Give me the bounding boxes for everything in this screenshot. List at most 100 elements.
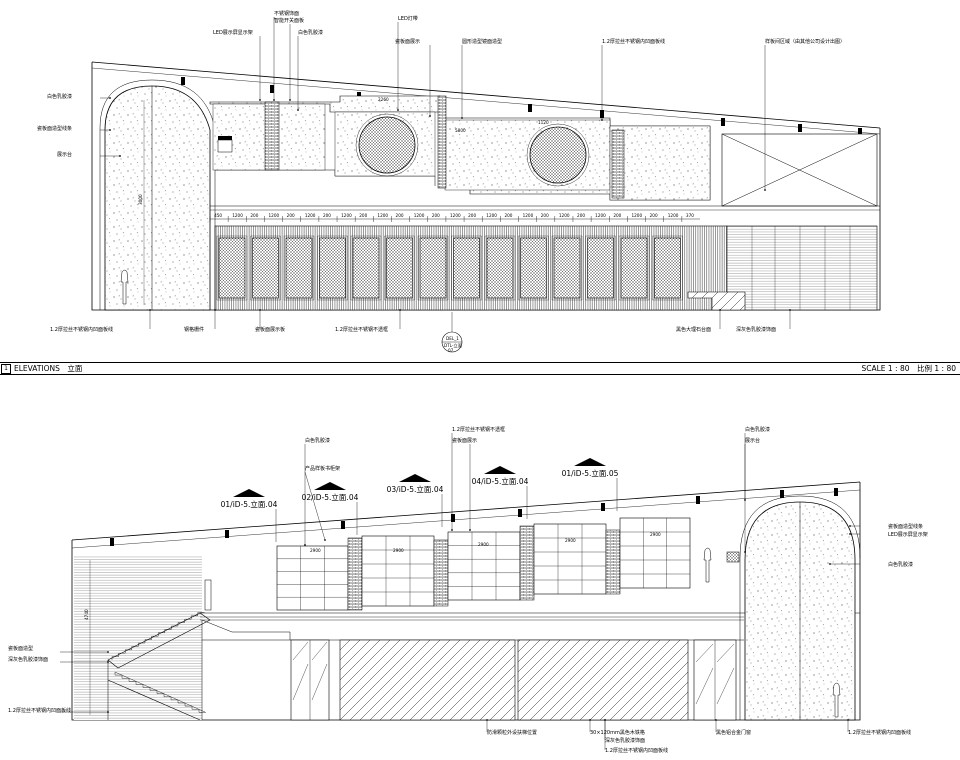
svg-text:DEL_1: DEL_1 [446, 336, 459, 341]
top-callout-leader-dot [789, 309, 791, 311]
top-dim-label: 370 [686, 213, 694, 218]
bottom-panel-dim: 2900 [650, 532, 661, 537]
drawing-number: 1 [1, 364, 11, 374]
top-dim-label: 1200 [269, 213, 280, 218]
top-display-panel-frame [618, 235, 650, 301]
top-dim-label: 1200 [377, 213, 388, 218]
bottom-callout-label: 30×120mm黑色木铁格 [590, 729, 645, 736]
top-callout-label: 钢格栅件 [184, 326, 204, 333]
elevations-title-bar: 1 ELEVATIONS 立面 SCALE 1 : 80 比例 1 : 80 [0, 362, 960, 375]
top-dim-label: 1200 [523, 213, 534, 218]
svg-text:07: 07 [448, 348, 454, 353]
bottom-callout-label: 深灰色乳胶漆饰面 [605, 737, 645, 744]
bottom-callout-label: 展示台 [745, 437, 760, 444]
bottom-callout-label: 瓷板面展示 [452, 437, 477, 444]
section-tag-marker [574, 458, 606, 466]
top-callout-leader-dot [429, 115, 431, 117]
top-callout-label: 白色乳胶漆 [298, 29, 323, 36]
top-display-panel-frame [451, 235, 482, 301]
bottom-callout-label: 瓷板面造型线条 [888, 523, 923, 530]
bottom-callout-leader [304, 471, 326, 541]
top-display-panel [352, 237, 380, 299]
top-display-panel [654, 237, 681, 299]
top-figure [120, 269, 129, 305]
top-display-panel-frame [250, 235, 281, 301]
top-callout-leader-dot [109, 97, 111, 99]
bottom-left-wall [74, 556, 202, 720]
top-dim-label: 1200 [450, 213, 461, 218]
top-callout-leader-dot [399, 309, 401, 311]
top-callout-label: 瓷板面展示板 [255, 326, 285, 333]
bottom-figure [832, 682, 841, 718]
top-callout-label: 瓷板面造型线条 [37, 125, 72, 132]
bottom-callout-leader-dot [604, 719, 606, 721]
section-tag-label: 02/iD-5.立面.04 [302, 492, 359, 502]
top-dim-label: 200 [287, 213, 295, 218]
top-callout-leader-dot [461, 117, 463, 119]
top-elevation: 450 1200 200 1200 200 1200 200 1200 200 1200 200 12… [37, 10, 881, 353]
top-callout-leader-dot [259, 309, 261, 311]
top-callout-label: 1.2厚拉丝不锈钢内凹面板线 [50, 326, 113, 333]
top-dim-label: 200 [359, 213, 367, 218]
top-callout-leader-dot [259, 99, 261, 101]
bottom-callout-leader-dot [589, 719, 591, 721]
bottom-callout-leader-dot [107, 651, 109, 653]
top-callout-label: 样板间区域（由其他公司设计出图） [765, 38, 845, 45]
bottom-callout-label: 深灰色乳胶漆饰面 [8, 656, 48, 663]
bottom-panel-dim: 2900 [565, 538, 576, 543]
top-display-panels [216, 235, 683, 301]
bottom-callout-label: 白色乳胶漆 [745, 426, 770, 433]
top-callout-leader-dot [601, 119, 603, 121]
bottom-callout-label: 黑色铝合金门窗 [716, 729, 751, 736]
top-callout-label: 黑色大理石台面 [676, 326, 711, 333]
bottom-callout-leader-dot [829, 563, 831, 565]
bottom-callout-leader-dot [451, 529, 453, 531]
section-tag-marker [484, 466, 516, 474]
top-dim-label: 200 [577, 213, 585, 218]
top-callout-label: 深灰色乳胶漆饰面 [736, 326, 776, 333]
section-tag-label: 01/iD-5.立面.05 [562, 468, 619, 478]
top-dim-label: 200 [541, 213, 549, 218]
top-display-panel [419, 237, 447, 299]
top-arch [104, 85, 211, 311]
top-dim-label: 200 [250, 213, 258, 218]
bottom-staircase [107, 612, 211, 669]
top-column-1 [264, 101, 280, 171]
bottom-callout-leader-dot [486, 719, 488, 721]
top-display-panel [386, 237, 413, 299]
top-dim-label: 1200 [631, 213, 642, 218]
top-callout-label: LED展示屏显示架 [213, 30, 253, 36]
top-dim-label: 1200 [486, 213, 497, 218]
bottom-callout-leader-dot [107, 711, 109, 713]
bottom-wall-height: 4740 [84, 609, 89, 620]
bottom-ceiling-slope [71, 481, 861, 541]
top-right-grille [726, 225, 878, 311]
top-callout-leader-dot [109, 129, 111, 131]
top-arch-height: 3000 [138, 194, 143, 205]
top-round-mirror-2 [529, 126, 587, 184]
top-dim-label: 1200 [595, 213, 606, 218]
top-display-panel-frame [585, 235, 616, 301]
section-tag-label: 04/iD-5.立面.04 [472, 476, 529, 486]
top-dim-label: 200 [323, 213, 331, 218]
bottom-stair-steps [111, 612, 206, 713]
bottom-callout-label: 瓷板面造型 [8, 645, 33, 652]
top-display-panel [553, 237, 581, 299]
bottom-callout-leader-dot [744, 551, 746, 553]
top-display-panel-frame [484, 235, 516, 301]
bottom-elevation: 4740 01/iD-5.立面.0402/iD-5.立面.0403/iD-5.立… [8, 426, 928, 754]
top-dim-label: 1200 [341, 213, 352, 218]
top-dim-label: 450 [214, 213, 222, 218]
top-round-mirror-1 [358, 116, 416, 174]
bottom-callout-leader-dot [469, 529, 471, 531]
top-callout-leader-dot [119, 155, 121, 157]
top-display-panel [252, 237, 279, 299]
top-callout-label: 1.2厚拉丝不锈钢不透框 [335, 326, 388, 333]
top-callout-label: 圆形造型镜面造型 [462, 38, 502, 45]
bottom-door-left [290, 639, 330, 721]
top-display-panel-frame [551, 235, 583, 301]
top-dim-label: 200 [504, 213, 512, 218]
bottom-section-tags: 01/iD-5.立面.0402/iD-5.立面.0403/iD-5.立面.040… [221, 458, 619, 542]
